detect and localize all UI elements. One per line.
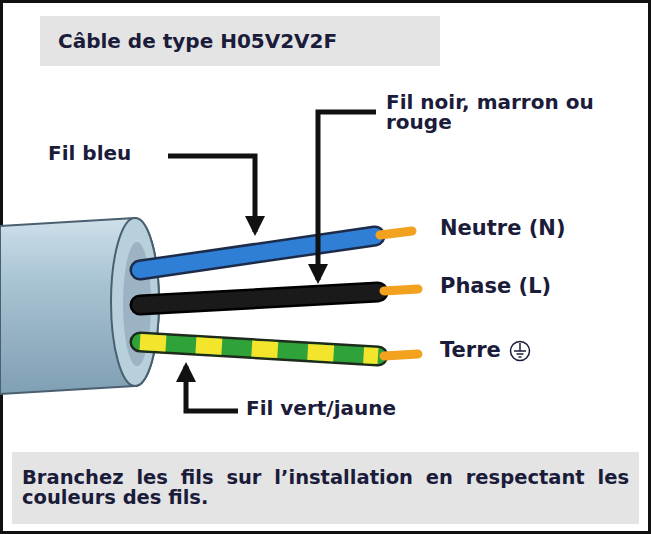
wire-label: Fil bleu [48,143,131,163]
caption-band: Branchez les fils sur l’installation en … [12,452,639,524]
earth-wire [140,342,378,356]
black-wire-tip [384,289,418,291]
wire-label: Fil vert/jaune [246,398,396,418]
terminal-label: Terre [440,340,501,361]
blue-wire-tip [380,231,412,235]
title-band: Câble de type H05V2V2F [40,16,440,66]
earth-symbol [509,340,531,362]
earth-wire-green [140,342,378,356]
leader-arrow [168,156,255,232]
caption-text: Branchez les fils sur l’installation en … [22,468,629,509]
title-text: Câble de type H05V2V2F [40,29,337,53]
leader-arrow [318,112,376,280]
earth-wire-yellow [140,342,378,356]
leader-arrow [186,366,238,411]
earth-wire-tip [384,354,418,356]
black-wire-fill [140,292,378,305]
blue-wire [140,236,375,270]
wire-label: Fil noir, marron ou rouge [386,92,636,132]
black-wire [140,292,378,305]
blue-wire-fill [140,236,375,270]
terminal-label: Phase (L) [440,276,551,297]
terminal-label: Neutre (N) [440,218,566,239]
